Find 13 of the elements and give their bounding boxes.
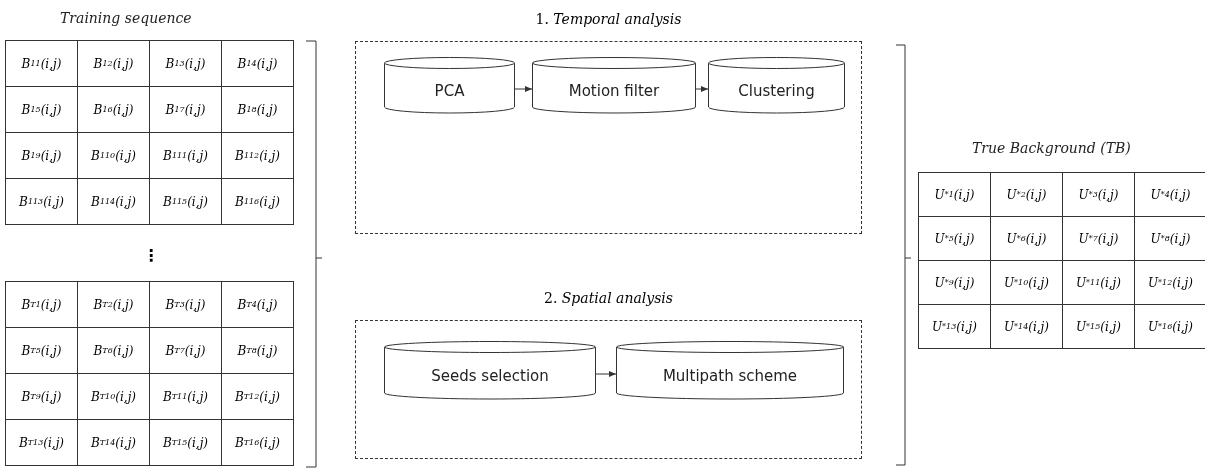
group-title: 2. Spatial analysis (542, 290, 674, 306)
arrow (695, 86, 709, 92)
group-title: 1. Temporal analysis (534, 11, 683, 27)
grid-title: Training sequence (60, 10, 192, 26)
grid-title: True Background (TB) (972, 140, 1131, 156)
vertical-ellipsis: ⋮ (143, 246, 159, 265)
cylinder-node: PCA (384, 57, 515, 113)
arrow (514, 86, 533, 92)
cylinder-node: Motion filter (532, 57, 696, 113)
cylinder-node: Seeds selection (384, 341, 596, 399)
cylinder-node: Clustering (708, 57, 845, 113)
cylinder-node: Multipath scheme (616, 341, 844, 399)
arrow (595, 371, 617, 377)
